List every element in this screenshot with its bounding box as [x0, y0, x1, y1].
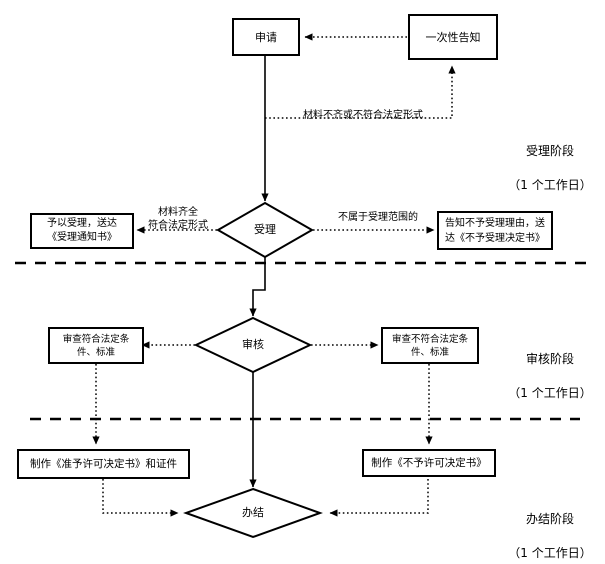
- edge-label-incomplete-materials: 材料不齐或不符合法定形式: [283, 96, 443, 122]
- stage-label-accept-name: 受理阶段: [525, 144, 574, 158]
- node-review-label: 审核: [242, 338, 264, 351]
- stage-label-review-duration: （1 个工作日）: [508, 386, 592, 400]
- node-make-permit[interactable]: 制作《准予许可决定书》和证件: [17, 449, 190, 479]
- node-finish-label: 办结: [242, 506, 264, 519]
- edge-label-incomplete-materials-text: 材料不齐或不符合法定形式: [303, 110, 423, 121]
- edge-accept-to-review-path: [249, 257, 266, 317]
- node-make-reject-label: 制作《不予许可决定书》: [371, 456, 487, 469]
- stage-label-finish-duration: （1 个工作日）: [508, 546, 592, 560]
- node-accept-yes-label: 予以受理，送达 《受理通知书》: [47, 218, 117, 243]
- stage-label-finish-name: 办结阶段: [525, 512, 574, 526]
- node-review[interactable]: 审核: [213, 336, 293, 354]
- node-one-time-notice-label: 一次性告知: [425, 30, 481, 44]
- edge-label-out-of-scope: 不属于受理范围的: [323, 198, 433, 224]
- node-finish[interactable]: 办结: [213, 504, 293, 522]
- node-accept-no-label: 告知不予受理理由，送 达《不予受理决定书》: [445, 217, 545, 244]
- node-accept[interactable]: 受理: [225, 221, 305, 239]
- stage-label-review-name: 审核阶段: [525, 352, 574, 366]
- node-accept-yes[interactable]: 予以受理，送达 《受理通知书》: [30, 213, 134, 249]
- edge-label-materials-complete-text: 材料齐全 符合法定形式: [148, 207, 208, 231]
- node-accept-no[interactable]: 告知不予受理理由，送 达《不予受理决定书》: [437, 211, 553, 250]
- node-review-fail-label: 审查不符合法定条 件、标准: [391, 333, 468, 358]
- edge-label-out-of-scope-text: 不属于受理范围的: [338, 212, 418, 223]
- stage-label-accept-duration: （1 个工作日）: [508, 178, 592, 192]
- node-make-reject[interactable]: 制作《不予许可决定书》: [362, 449, 496, 477]
- edge-make-reject-to-finish: [329, 479, 429, 517]
- node-review-fail[interactable]: 审查不符合法定条 件、标准: [381, 327, 479, 364]
- node-one-time-notice[interactable]: 一次性告知: [408, 14, 498, 60]
- stage-label-accept: 受理阶段 （1 个工作日）: [498, 126, 602, 211]
- node-accept-label: 受理: [254, 223, 276, 236]
- stage-label-finish: 办结阶段 （1 个工作日）: [498, 494, 602, 564]
- node-review-pass[interactable]: 审查符合法定条 件、标准: [48, 327, 144, 364]
- stage-label-review: 审核阶段 （1 个工作日）: [498, 334, 602, 419]
- node-make-permit-label: 制作《准予许可决定书》和证件: [30, 457, 177, 470]
- node-apply-label: 申请: [255, 30, 277, 44]
- node-apply[interactable]: 申请: [232, 18, 300, 56]
- edge-label-materials-complete: 材料齐全 符合法定形式: [135, 193, 221, 232]
- node-review-pass-label: 审查符合法定条 件、标准: [62, 333, 130, 358]
- edge-make-permit-to-finish: [102, 479, 179, 517]
